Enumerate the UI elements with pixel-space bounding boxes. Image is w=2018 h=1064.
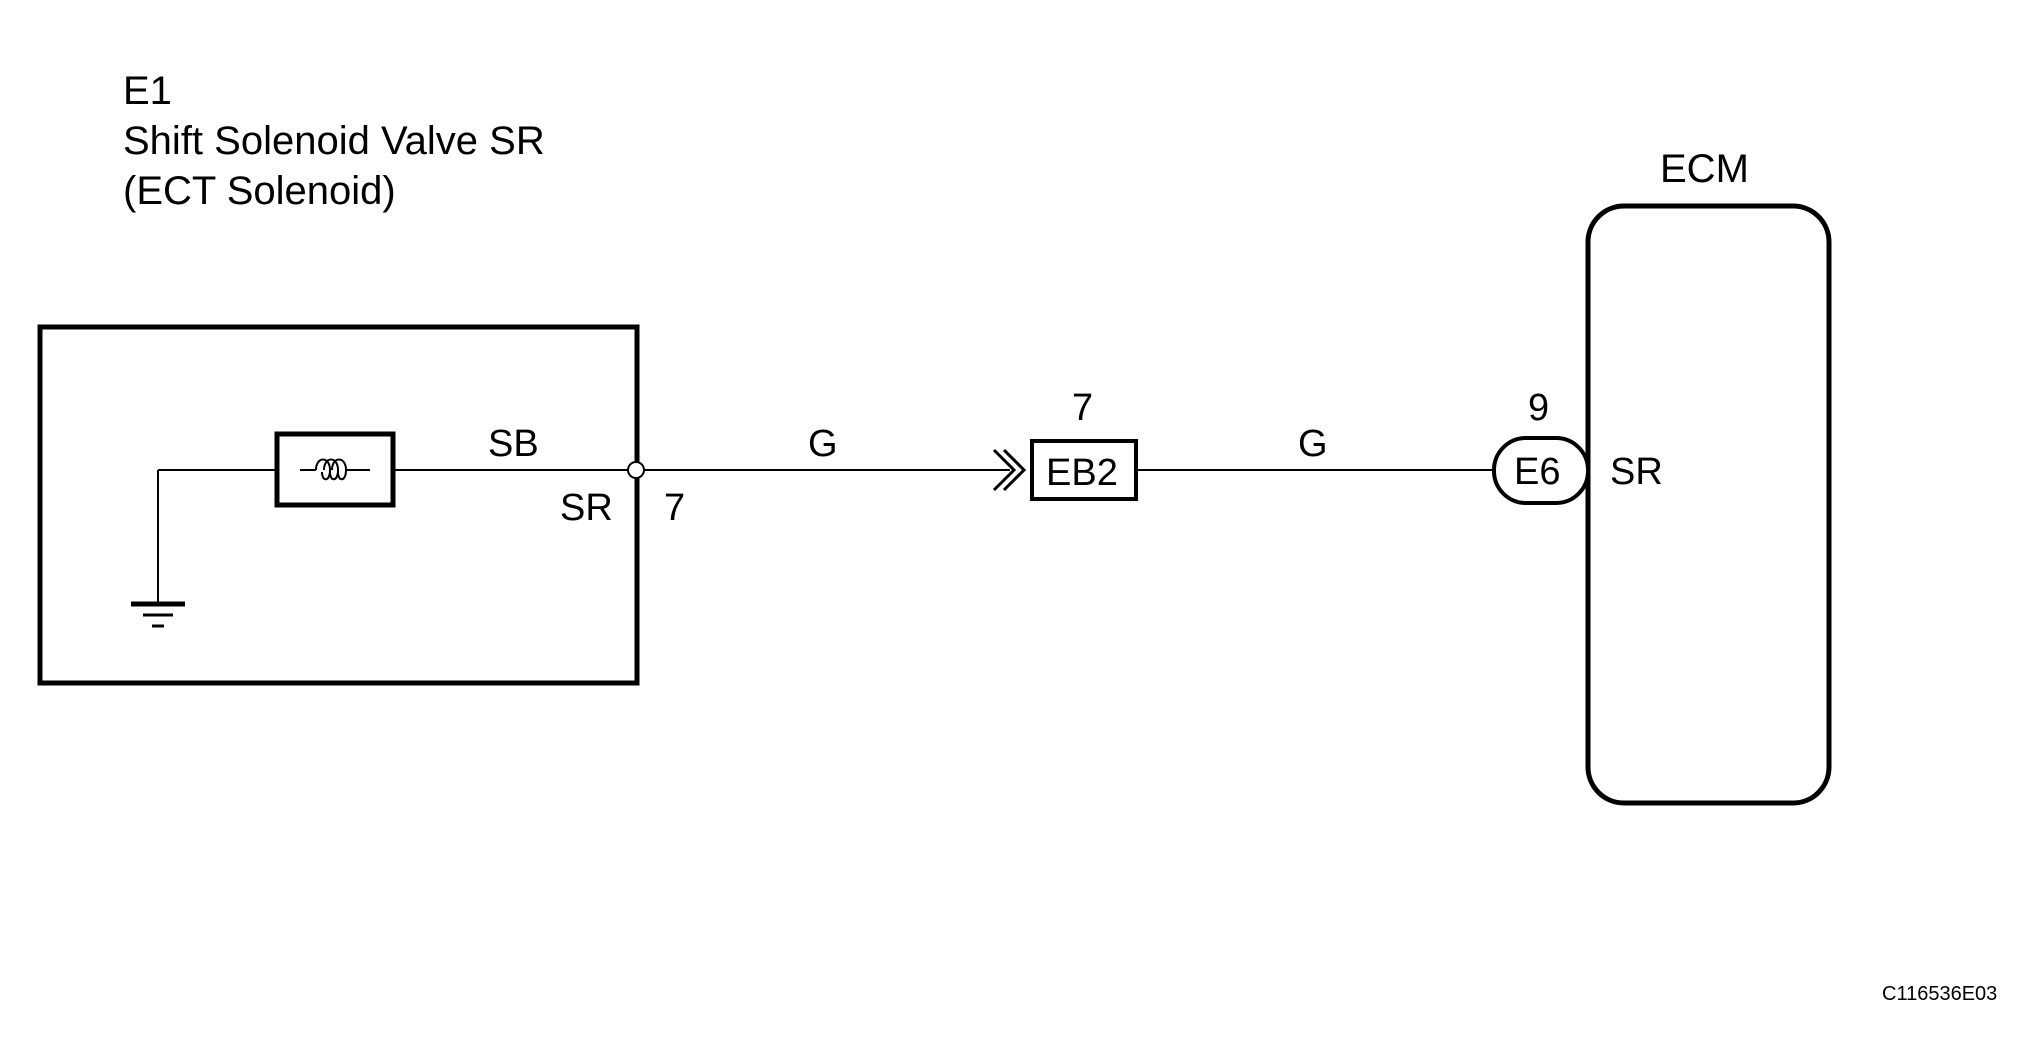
connector-pin: 7 bbox=[1072, 387, 1093, 429]
ecm-connector-oval bbox=[1492, 436, 1590, 505]
component-terminal-name: SR bbox=[560, 487, 613, 529]
component-terminal-pin: 7 bbox=[664, 487, 685, 529]
ground-icon bbox=[131, 470, 185, 628]
internal-wire-color: SB bbox=[488, 423, 539, 465]
component-code: E1 bbox=[123, 69, 172, 113]
diagram-id: C116536E03 bbox=[1882, 983, 1997, 1005]
coil-icon bbox=[300, 458, 370, 481]
solenoid-box bbox=[274, 431, 396, 508]
chevron-connector-icon bbox=[992, 448, 1027, 492]
ecm-pin: 9 bbox=[1528, 387, 1549, 429]
connector-code: EB2 bbox=[1046, 452, 1118, 494]
ecm-connector-code: E6 bbox=[1514, 451, 1560, 493]
ecm-terminal-name: SR bbox=[1610, 451, 1663, 493]
component-name: Shift Solenoid Valve SR bbox=[123, 119, 545, 163]
terminal-circle bbox=[627, 461, 645, 479]
ecm-box bbox=[1585, 203, 1832, 806]
component-box bbox=[37, 324, 640, 686]
wire-segment-1-color: G bbox=[808, 423, 838, 465]
ecm-label: ECM bbox=[1660, 147, 1749, 191]
component-subname: (ECT Solenoid) bbox=[123, 169, 396, 213]
wire-segment-2-color: G bbox=[1298, 423, 1328, 465]
